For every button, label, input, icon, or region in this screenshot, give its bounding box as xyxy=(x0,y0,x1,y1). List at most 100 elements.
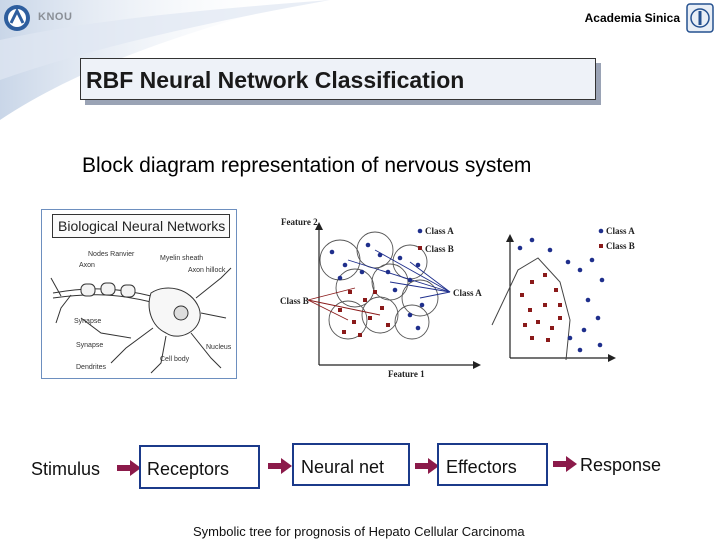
feature2-label: Feature 2 xyxy=(281,217,318,227)
label-nodes-ranvier: Nodes Ranvier xyxy=(88,251,135,258)
arrow-neuralnet-effectors-icon xyxy=(415,458,439,474)
class-a-point xyxy=(407,312,413,318)
class-a-point xyxy=(567,335,573,341)
neural-net-box xyxy=(292,443,410,486)
class-a-point xyxy=(407,277,413,283)
class-b-point xyxy=(543,303,547,307)
class-b-point xyxy=(342,330,346,334)
legend-right-class-b: Class B xyxy=(606,241,635,251)
right-plot-x-arrow xyxy=(608,354,616,362)
class-a-point xyxy=(415,325,421,331)
rbf-to-class-b-line xyxy=(307,299,381,316)
class-b-point xyxy=(358,333,362,337)
class-b-point xyxy=(338,308,342,312)
right-plot-y-arrow xyxy=(506,234,514,242)
class-a-point xyxy=(565,259,571,265)
class-b-point xyxy=(530,336,534,340)
class-b-point xyxy=(368,316,372,320)
footer-caption: Symbolic tree for prognosis of Hepato Ce… xyxy=(193,524,525,539)
legend-left-class-a-marker xyxy=(417,228,423,234)
legend-right-class-b-marker xyxy=(599,244,603,248)
class-b-point xyxy=(536,320,540,324)
label-axon-hillock: Axon hillock xyxy=(188,267,226,274)
label-axon: Axon xyxy=(79,262,95,269)
legend-left-class-b-marker xyxy=(418,246,422,250)
class-a-point xyxy=(337,275,343,281)
legend-right-class-a-marker xyxy=(598,228,604,234)
class-a-arrow-label: Class A xyxy=(453,288,482,298)
title-box xyxy=(80,58,596,100)
label-dendrites: Dendrites xyxy=(76,364,106,371)
legend-left-class-b: Class B xyxy=(425,244,454,254)
page-title: RBF Neural Network Classification xyxy=(86,67,465,93)
class-a-point xyxy=(577,267,583,273)
knou-logo-icon xyxy=(4,5,30,31)
class-a-point xyxy=(342,262,348,268)
class-a-point xyxy=(397,255,403,261)
class-b-point xyxy=(543,273,547,277)
class-a-point xyxy=(329,249,335,255)
class-b-point xyxy=(558,316,562,320)
class-b-point xyxy=(530,280,534,284)
receptors-box xyxy=(139,445,260,489)
class-b-point xyxy=(373,290,377,294)
rbf-kernel-circle xyxy=(394,304,430,340)
class-b-point xyxy=(352,320,356,324)
rbf-kernel-circle xyxy=(401,279,439,317)
neuron-drawing xyxy=(50,267,232,374)
class-b-point xyxy=(363,298,367,302)
class-b-point xyxy=(386,323,390,327)
left-plot-x-arrow xyxy=(473,361,481,369)
academia-sinica-logo-icon xyxy=(686,3,714,33)
class-b-side-label: Class B xyxy=(280,296,309,306)
biological-figure-title-box xyxy=(52,214,230,238)
rbf-to-class-b-line xyxy=(307,299,349,321)
subtitle: Block diagram representation of nervous … xyxy=(82,154,532,177)
rbf-kernel-circle xyxy=(335,268,375,308)
class-b-point xyxy=(348,290,352,294)
academia-sinica-text: Academia Sinica xyxy=(584,11,680,25)
class-a-point xyxy=(599,277,605,283)
class-b-point xyxy=(520,293,524,297)
class-a-point xyxy=(359,269,365,275)
legend-left-class-a: Class A xyxy=(425,226,454,236)
response-label: Response xyxy=(580,455,662,475)
class-a-point xyxy=(377,252,383,258)
rbf-classification-plot xyxy=(307,222,616,369)
class-b-point xyxy=(380,306,384,310)
class-a-point xyxy=(365,242,371,248)
rbf-kernel-circle xyxy=(328,300,368,340)
rbf-to-class-a-line xyxy=(409,261,451,293)
effectors-label: Effectors xyxy=(446,457,517,477)
effectors-box xyxy=(437,443,548,486)
rbf-to-class-a-line xyxy=(374,249,451,293)
biological-figure-title: Biological Neural Networks xyxy=(58,218,226,234)
class-a-point xyxy=(529,237,535,243)
decision-boundary-line xyxy=(491,257,571,361)
arrow-stimulus-receptors-icon xyxy=(117,460,141,476)
class-a-point xyxy=(517,245,523,251)
rbf-kernel-circle xyxy=(361,296,399,334)
stimulus-label: Stimulus xyxy=(31,459,101,479)
class-a-point xyxy=(597,342,603,348)
class-b-point xyxy=(523,323,527,327)
label-myelin-sheath: Myelin sheath xyxy=(160,255,204,262)
class-a-point xyxy=(392,287,398,293)
label-synapse-1: Synapse xyxy=(74,318,102,325)
rbf-to-class-a-line xyxy=(419,291,451,299)
label-nucleus: Nucleus xyxy=(206,344,232,351)
label-synapse-2: Synapse xyxy=(76,342,104,349)
class-a-point xyxy=(419,302,425,308)
legend-right-class-a: Class A xyxy=(606,226,635,236)
class-a-point xyxy=(581,327,587,333)
class-a-point xyxy=(415,262,421,268)
class-b-point xyxy=(558,303,562,307)
class-a-point xyxy=(385,269,391,275)
arrow-receptors-neuralnet-icon xyxy=(268,458,292,474)
receptors-label: Receptors xyxy=(147,459,230,479)
class-b-point xyxy=(546,338,550,342)
rbf-kernel-circle xyxy=(319,239,361,281)
rbf-to-class-a-line xyxy=(389,281,451,293)
neural-net-label: Neural net xyxy=(301,457,385,477)
